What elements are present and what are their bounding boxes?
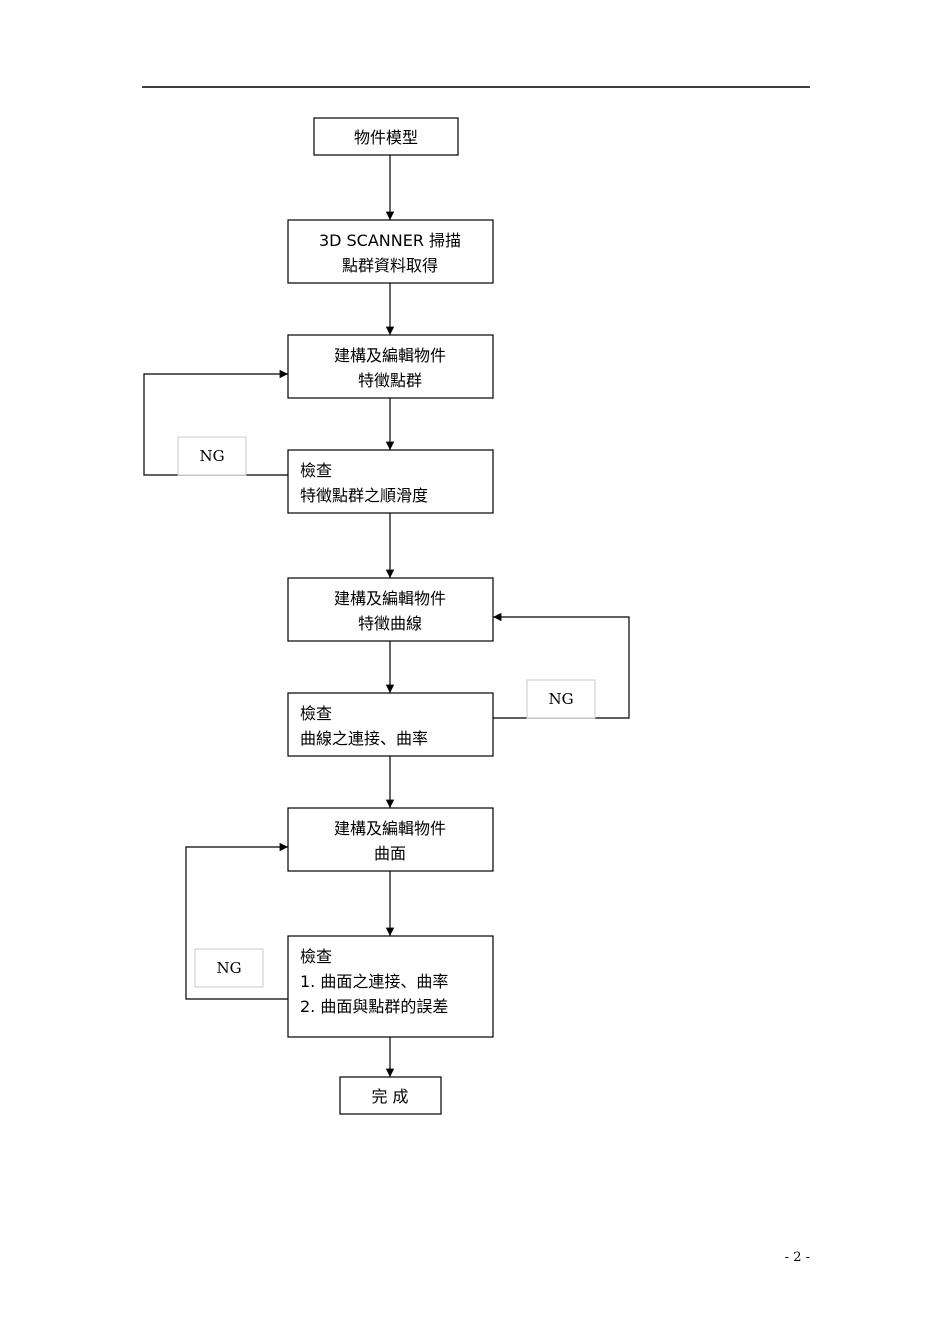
node-check-curves: 檢查 曲線之連接、曲率 bbox=[287, 692, 494, 757]
node-build-points-line-2: 特徵點群 bbox=[358, 371, 422, 390]
node-check-surface-line-2: 1. 曲面之連接、曲率 bbox=[300, 972, 448, 991]
node-scan-line-1: 3D SCANNER 掃描 bbox=[319, 231, 461, 250]
node-done-line-1: 完 成 bbox=[371, 1087, 408, 1106]
node-check-surface: 檢查 1. 曲面之連接、曲率 2. 曲面與點群的誤差 bbox=[287, 935, 494, 1038]
ng-label-3: NG bbox=[216, 959, 241, 977]
node-model: 物件模型 bbox=[313, 117, 459, 156]
node-build-points-line-1: 建構及編輯物件 bbox=[334, 346, 446, 365]
node-check-curves-line-1: 檢查 bbox=[300, 704, 332, 723]
node-check-points-line-2: 特徵點群之順滑度 bbox=[300, 486, 428, 505]
node-scan-line-2: 點群資料取得 bbox=[342, 256, 438, 275]
node-model-line-1: 物件模型 bbox=[354, 128, 418, 147]
ng-label-box-3: NG bbox=[194, 948, 264, 988]
node-scan: 3D SCANNER 掃描 點群資料取得 bbox=[287, 219, 494, 284]
node-check-surface-line-1: 檢查 bbox=[300, 947, 332, 966]
node-build-curves: 建構及編輯物件 特徵曲線 bbox=[287, 577, 494, 642]
node-check-points: 檢查 特徵點群之順滑度 bbox=[287, 449, 494, 514]
node-done: 完 成 bbox=[339, 1076, 442, 1115]
ng-label-2: NG bbox=[548, 690, 573, 708]
node-check-points-line-1: 檢查 bbox=[300, 461, 332, 480]
node-check-curves-line-2: 曲線之連接、曲率 bbox=[300, 729, 428, 748]
edge-ng-loop-surface bbox=[185, 842, 288, 1000]
page-number: - 2 - bbox=[784, 1250, 810, 1265]
ng-label-1: NG bbox=[199, 447, 224, 465]
node-build-curves-line-1: 建構及編輯物件 bbox=[334, 589, 446, 608]
node-build-curves-line-2: 特徵曲線 bbox=[358, 614, 422, 633]
node-build-surface: 建構及編輯物件 曲面 bbox=[287, 807, 494, 872]
node-build-points: 建構及編輯物件 特徵點群 bbox=[287, 334, 494, 399]
node-check-surface-line-3: 2. 曲面與點群的誤差 bbox=[300, 997, 448, 1016]
node-build-surface-line-1: 建構及編輯物件 bbox=[334, 819, 446, 838]
ng-label-box-2: NG bbox=[526, 679, 596, 719]
node-build-surface-line-2: 曲面 bbox=[374, 844, 406, 863]
ng-label-box-1: NG bbox=[177, 436, 247, 476]
